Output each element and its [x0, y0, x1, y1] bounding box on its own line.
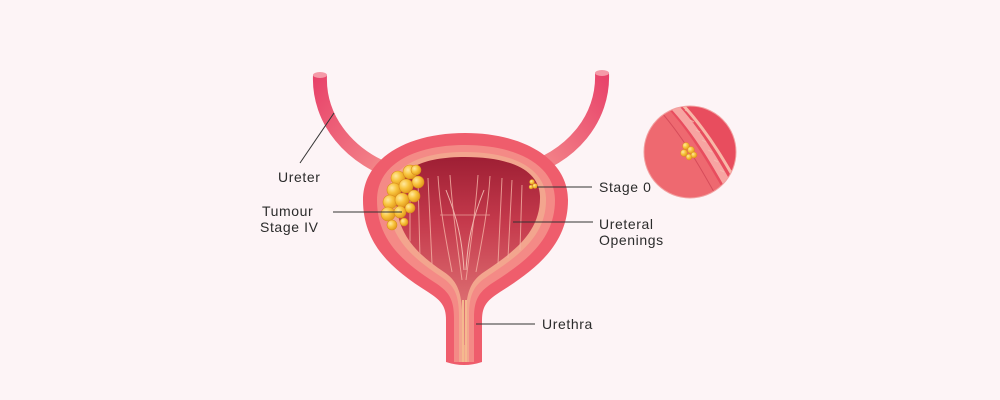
tumour-label-line2: Stage IV: [260, 219, 319, 235]
tumour-stage-iv: [380, 164, 425, 231]
stage0-label: Stage 0: [599, 179, 651, 195]
magnified-inset: [643, 105, 737, 199]
bladder-interior-folds: [409, 174, 523, 281]
tumour-stage-0: [528, 179, 538, 190]
ureteral-openings-label-line2: Openings: [599, 232, 664, 248]
urethra-channel: [462, 300, 467, 362]
ureter-leader-line: [299, 112, 335, 164]
tumour-label-line1: Tumour: [262, 203, 313, 219]
bladder: [363, 133, 568, 365]
ureter-label: Ureter: [278, 169, 321, 185]
urethra-label: Urethra: [542, 316, 593, 332]
ureteral-openings-label-line1: Ureteral: [599, 216, 654, 232]
